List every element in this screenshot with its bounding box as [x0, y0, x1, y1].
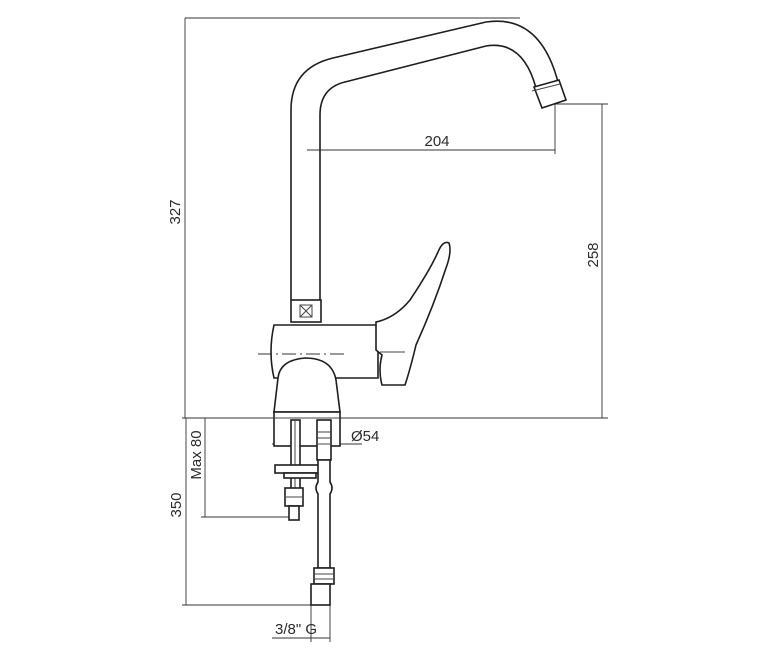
thread-size-label: 3/8" G: [275, 621, 317, 638]
spout-inner-edge: [319, 44, 537, 300]
dimension-labels: 327 204 258 Max 80 350 Ø54 3/8" G: [167, 133, 602, 638]
hose-bottom-fitting: [313, 567, 335, 585]
total-height-label: 327: [167, 199, 184, 224]
aerator: [532, 79, 568, 110]
flexible-hose: [315, 459, 333, 569]
mounting-hardware: [274, 419, 335, 606]
max-deck-thickness-label: Max 80: [188, 430, 205, 479]
body-neck: [273, 357, 341, 413]
spout-height-label: 258: [585, 242, 602, 267]
faucet-body: [258, 20, 568, 447]
spout-outer-edge: [290, 20, 559, 300]
hose-length-label: 350: [168, 492, 185, 517]
spout-reach-label: 204: [424, 133, 449, 150]
hose-top-fitting: [316, 419, 332, 461]
base-diameter-label: Ø54: [351, 428, 379, 445]
lever-handle: [375, 241, 451, 386]
